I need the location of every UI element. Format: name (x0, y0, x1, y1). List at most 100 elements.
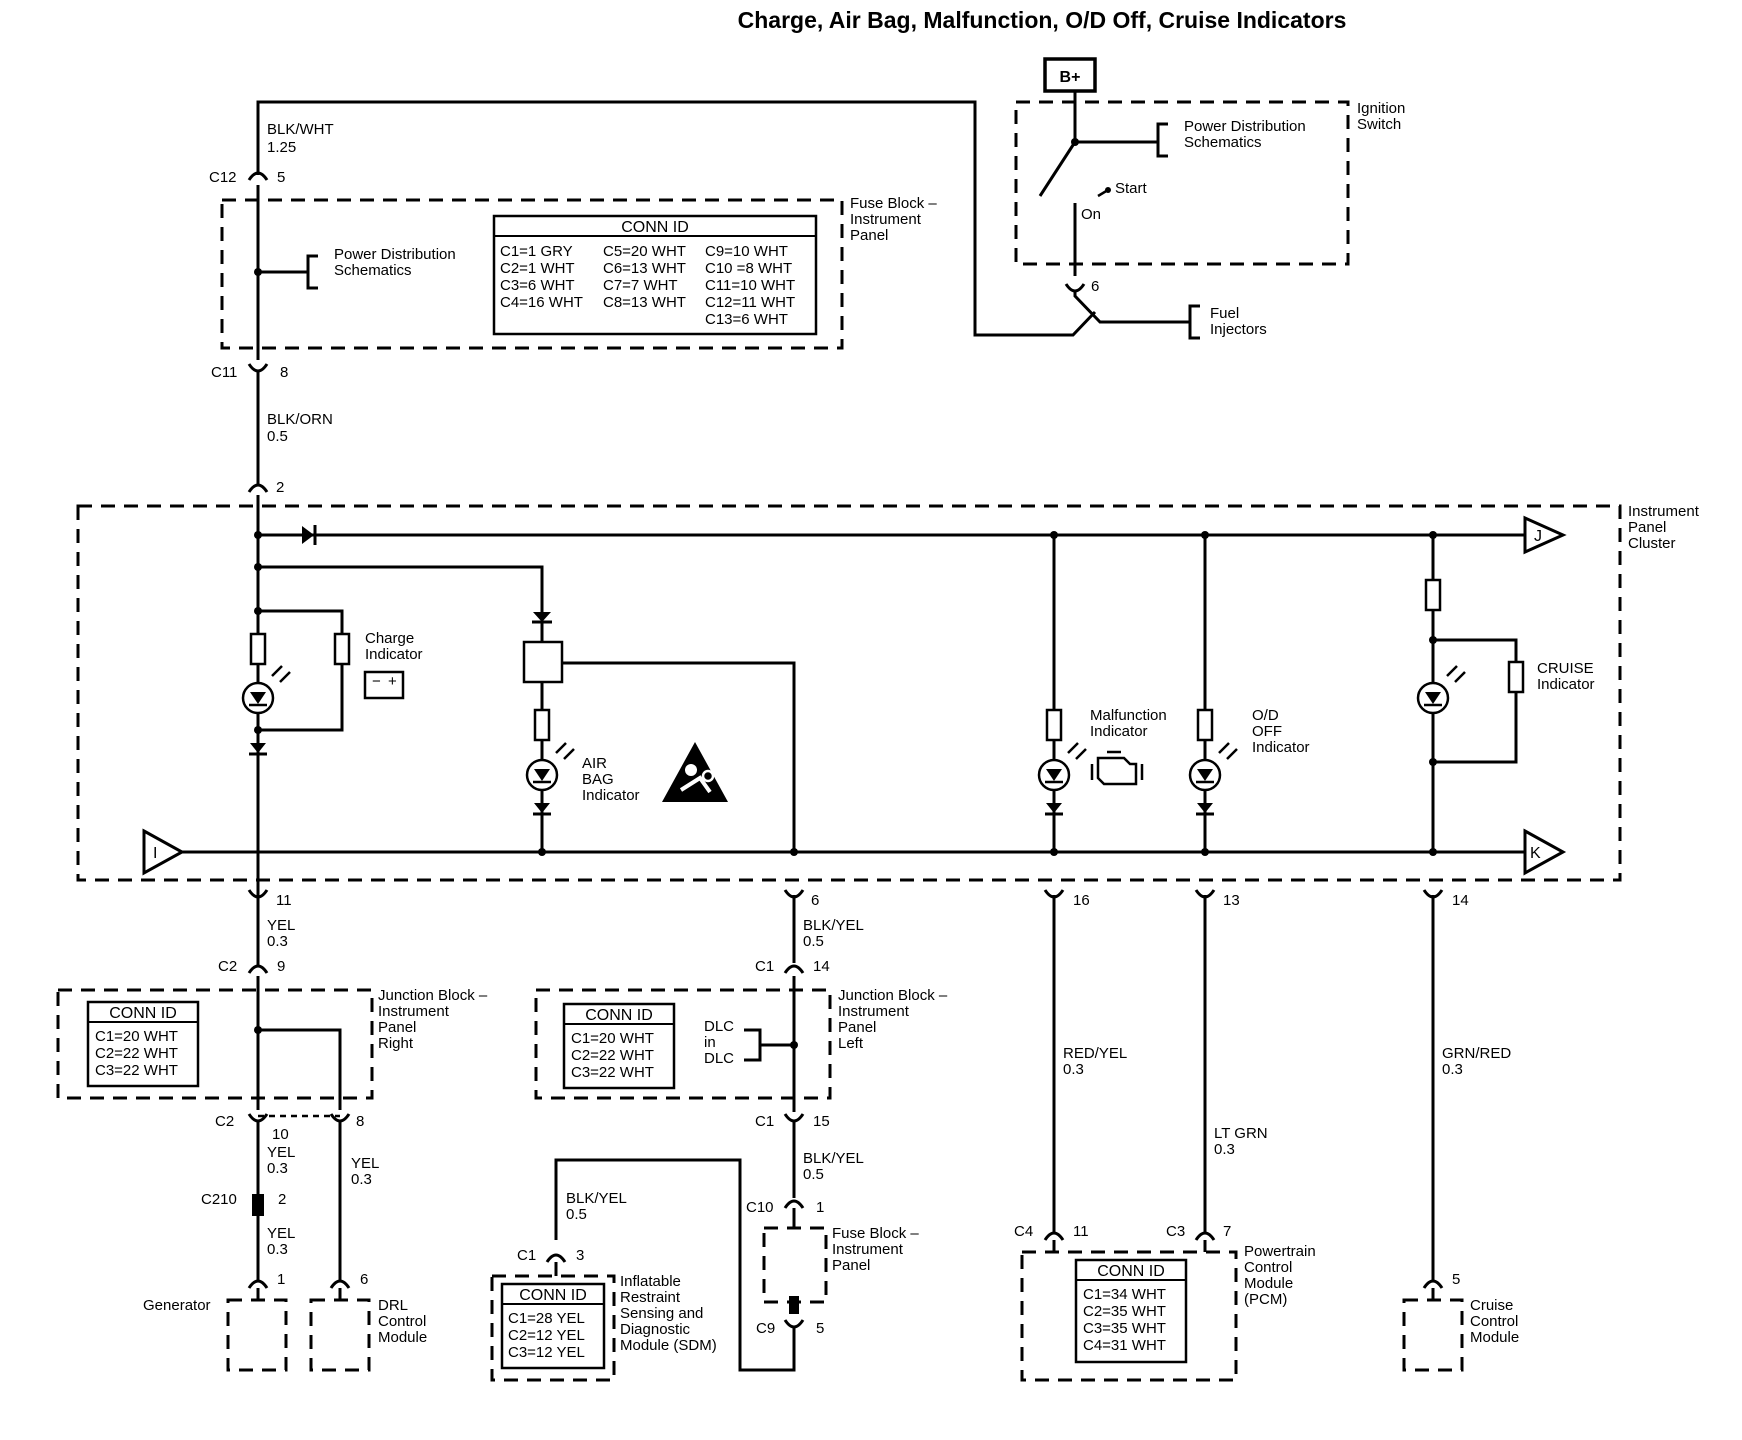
sdm-conn-c3: C3=12 YEL (508, 1344, 585, 1361)
connector-c10 (783, 1199, 805, 1209)
cruise-label-1: CRUISE (1537, 660, 1594, 677)
c2-pin-8: 8 (356, 1113, 364, 1130)
ignition-switch-label-2: Switch (1357, 116, 1401, 133)
jbr-conn-c2: C2=22 WHT (95, 1045, 178, 1062)
wire-malf-color: RED/YEL (1063, 1045, 1127, 1062)
ipc-label-1: Instrument (1628, 503, 1700, 520)
wire-sdm-3-color: BLK/YEL (566, 1190, 627, 1207)
start-label: Start (1115, 180, 1148, 197)
jbr-label-4: Right (378, 1035, 414, 1052)
cruise-connector (1422, 1279, 1444, 1289)
jbl-conn-header: CONN ID (585, 1007, 653, 1024)
airbag-label-2: BAG (582, 771, 614, 788)
jbl-label-4: Left (838, 1035, 864, 1052)
wire-gen-yel-gauge: 0.3 (267, 933, 288, 950)
c1-pin-14: 14 (813, 958, 830, 975)
fuse-conn-c13: C13=6 WHT (705, 311, 788, 328)
junction-block-ip-left (534, 988, 832, 1100)
b-plus-box (1043, 57, 1097, 93)
ipc-pin-11: 11 (276, 892, 292, 909)
drl-label-1: DRL (378, 1297, 408, 1314)
wire-sdm-color: BLK/YEL (803, 917, 864, 934)
fuse-conn-c11: C11=10 WHT (705, 277, 795, 294)
jbr-label-1: Junction Block – (378, 987, 488, 1004)
fuse-block-ip-lower (762, 1226, 828, 1304)
sdm-label-3: Sensing and (620, 1305, 703, 1322)
fuse-conn-c6: C6=13 WHT (603, 260, 686, 277)
wire-main-gauge: 0.5 (267, 428, 288, 445)
charge-indicator-label-1: Charge (365, 630, 414, 647)
cruise-module-label-2: Control (1470, 1313, 1518, 1330)
sdm-c1-label: C1 (517, 1247, 536, 1264)
on-label: On (1081, 206, 1101, 223)
fuse-conn-c5: C5=20 WHT (603, 243, 686, 260)
jbr-conn-c3: C3=22 WHT (95, 1062, 178, 1079)
wire-gen-2-gauge: 0.3 (267, 1160, 288, 1177)
ipc-pin-16: 16 (1073, 892, 1090, 909)
wire-main-color: BLK/ORN (267, 411, 333, 428)
cruise-module-label-1: Cruise (1470, 1297, 1513, 1314)
pcm-conn-id-table (1074, 1258, 1188, 1364)
malfunction-label-1: Malfunction (1090, 707, 1167, 724)
wire-top-color: BLK/WHT (267, 121, 334, 138)
pcm-conn-c1: C1=34 WHT (1083, 1286, 1166, 1303)
battery-plus: + (388, 673, 397, 690)
cruise-pin: 5 (1452, 1271, 1460, 1288)
connector-c2-pin9 (247, 964, 269, 974)
jbl-conn-c3: C3=22 WHT (571, 1064, 654, 1081)
fuse-conn-header: CONN ID (621, 219, 689, 236)
jbl-conn-c1: C1=20 WHT (571, 1030, 654, 1047)
c2-label-top: C2 (218, 958, 237, 975)
c10-label: C10 (746, 1199, 774, 1216)
wire-sdm-3-gauge: 0.5 (566, 1206, 587, 1223)
generator-label: Generator (143, 1297, 211, 1314)
wire-malf-gauge: 0.3 (1063, 1061, 1084, 1078)
drl-control-module-box (309, 1298, 371, 1372)
c1-label-bottom: C1 (755, 1113, 774, 1130)
od-label-2: OFF (1252, 723, 1282, 740)
instrument-panel-cluster (76, 504, 1622, 882)
jbr-label-3: Panel (378, 1019, 416, 1036)
dlc-label-2: in (704, 1034, 716, 1051)
charge-resistor (249, 632, 267, 666)
sdm-conn-c1: C1=28 YEL (508, 1310, 585, 1327)
off-page-j (1523, 515, 1567, 555)
drl-pin: 6 (360, 1271, 368, 1288)
generator-box (226, 1298, 288, 1372)
fuse-pd-label-2: Schematics (334, 262, 412, 279)
ign-pd-label-1: Power Distribution (1184, 118, 1306, 135)
c210-label: C210 (201, 1191, 237, 1208)
wire-od-gauge: 0.3 (1214, 1141, 1235, 1158)
generator-connector (247, 1279, 269, 1289)
dlc-label-1: DLC (704, 1018, 734, 1035)
wire-top-gauge: 1.25 (267, 139, 296, 156)
c1-label-top: C1 (755, 958, 774, 975)
pcm-label-4: (PCM) (1244, 1291, 1287, 1308)
dlc-bracket (744, 1028, 762, 1062)
off-page-i (142, 828, 186, 876)
connector-c210 (252, 1194, 264, 1216)
c4-label: C4 (1014, 1223, 1033, 1240)
fuse-conn-c10: C10 =8 WHT (705, 260, 792, 277)
c3-pin: 7 (1223, 1223, 1231, 1240)
airbag-resistor (533, 708, 551, 742)
cruise-control-module-box (1402, 1298, 1464, 1372)
battery-minus: − (372, 673, 381, 690)
off-page-k (1523, 828, 1567, 876)
cruise-module-label-3: Module (1470, 1329, 1519, 1346)
sdm-conn-header: CONN ID (519, 1287, 587, 1304)
pcm-conn-c3: C3=35 WHT (1083, 1320, 1166, 1337)
fuse-conn-c9: C9=10 WHT (705, 243, 788, 260)
fuse-lower-label-1: Fuse Block – (832, 1225, 919, 1242)
connector-c1-pin14 (783, 964, 805, 974)
wire-gen-3-color: YEL (267, 1225, 295, 1242)
c12-label: C12 (209, 169, 237, 186)
sdm-label-4: Diagnostic (620, 1321, 691, 1338)
c4-pin: 11 (1073, 1223, 1089, 1240)
charge-indicator-label-2: Indicator (365, 646, 423, 663)
c11-label: C11 (211, 364, 237, 381)
malfunction-resistor (1045, 708, 1063, 742)
connector-c3 (1194, 1231, 1216, 1241)
drl-label-2: Control (378, 1313, 426, 1330)
c2-pin-10: 10 (272, 1126, 289, 1143)
